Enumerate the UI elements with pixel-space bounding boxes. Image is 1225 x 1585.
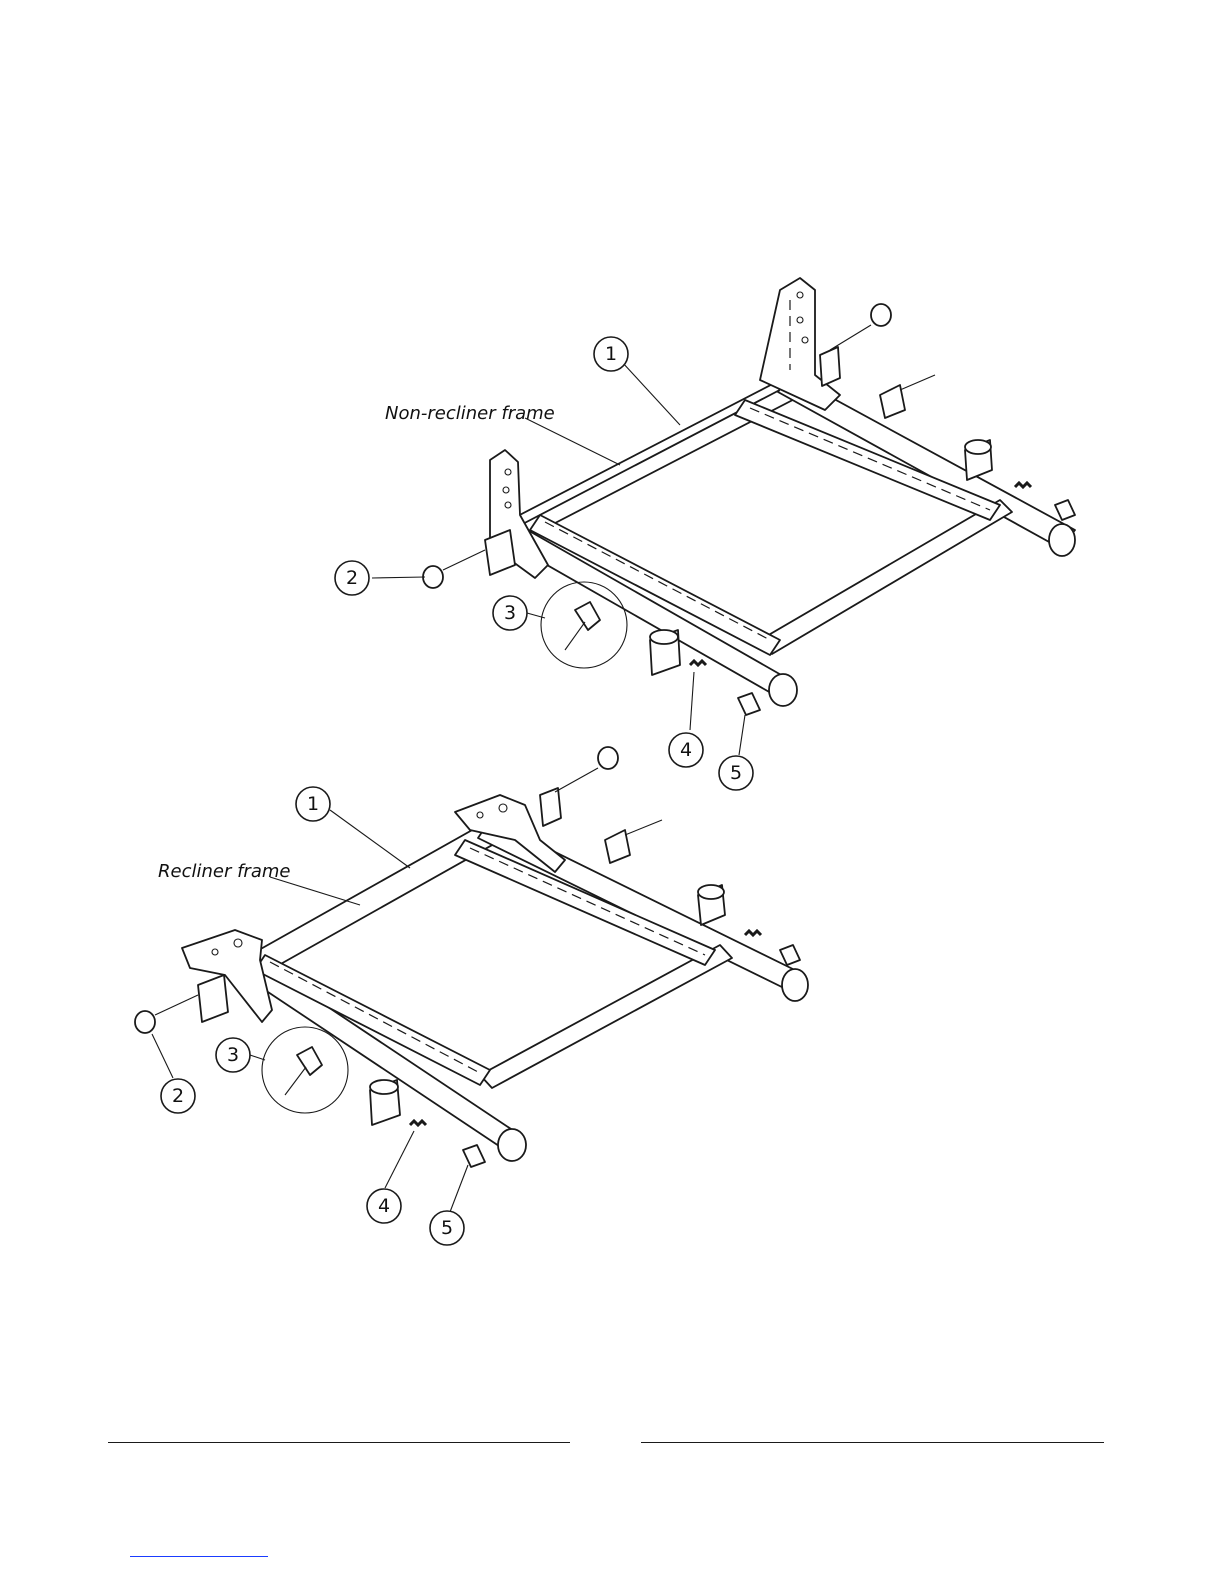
svg-text:2: 2 bbox=[346, 567, 358, 589]
leader-4-upper bbox=[690, 672, 694, 730]
recliner-frame-label: Recliner frame bbox=[158, 861, 290, 882]
footer-rule-left bbox=[108, 1442, 570, 1443]
leader-3-lower bbox=[250, 1055, 265, 1060]
leader-1-lower bbox=[330, 810, 410, 868]
end-cap-left-lower bbox=[135, 995, 198, 1033]
end-cap-right bbox=[830, 304, 891, 350]
end-cap-left bbox=[423, 550, 485, 588]
leader-1-upper bbox=[622, 362, 680, 425]
callout-2-lower: 2 bbox=[161, 1079, 195, 1113]
callout-4-lower: 4 bbox=[367, 1189, 401, 1223]
callout-3-upper: 3 bbox=[493, 596, 527, 630]
front-rail-tube bbox=[760, 500, 1012, 654]
callout-3-lower: 3 bbox=[216, 1038, 250, 1072]
front-rail-tube-lower bbox=[480, 945, 732, 1088]
spring-front bbox=[690, 661, 706, 665]
footer-rule-right bbox=[641, 1442, 1104, 1443]
svg-text:4: 4 bbox=[378, 1195, 390, 1217]
leader-4-lower bbox=[385, 1131, 414, 1188]
callout-4-upper: 4 bbox=[669, 733, 703, 767]
tube-clamp-front bbox=[650, 630, 680, 675]
callout-5-lower: 5 bbox=[430, 1211, 464, 1245]
callout-5-upper: 5 bbox=[719, 756, 753, 790]
left-seat-channel-lower bbox=[255, 955, 490, 1085]
callout-1-lower: 1 bbox=[296, 787, 330, 821]
svg-text:1: 1 bbox=[307, 793, 319, 815]
right-seat-channel-lower bbox=[455, 840, 715, 965]
callout-2-upper: 2 bbox=[335, 561, 369, 595]
leader-5-upper bbox=[739, 715, 745, 755]
svg-text:3: 3 bbox=[504, 602, 516, 624]
pin-front bbox=[738, 693, 760, 715]
leader-label-upper bbox=[525, 418, 620, 465]
recliner-frame-assembly: 1 2 3 4 5 Recliner frame bbox=[135, 747, 808, 1245]
spring-front-lower bbox=[410, 1121, 426, 1125]
svg-text:3: 3 bbox=[227, 1044, 239, 1066]
spring-rear bbox=[1015, 483, 1031, 487]
right-mount-bracket-lower bbox=[540, 788, 561, 826]
back-rail-tube bbox=[510, 375, 812, 535]
leader-5-lower bbox=[450, 1165, 468, 1212]
svg-text:2: 2 bbox=[172, 1085, 184, 1107]
leader-2-upper bbox=[372, 577, 425, 578]
leader-2-lower bbox=[152, 1034, 173, 1078]
latch-detail-circle bbox=[541, 582, 627, 668]
svg-text:4: 4 bbox=[680, 739, 692, 761]
left-side-tube-lower bbox=[238, 955, 526, 1161]
non-recliner-frame-assembly: 1 2 3 4 5 Non-recliner frame bbox=[335, 278, 1075, 790]
spring-rear-lower bbox=[745, 931, 761, 935]
pin-rear bbox=[1055, 500, 1075, 520]
svg-text:5: 5 bbox=[441, 1217, 453, 1239]
tube-clamp-front-lower bbox=[370, 1080, 400, 1125]
end-cap-right-lower bbox=[555, 747, 618, 792]
svg-text:5: 5 bbox=[730, 762, 742, 784]
pin-rear-lower bbox=[780, 945, 800, 965]
right-mount-bracket bbox=[820, 347, 840, 386]
callout-1-upper: 1 bbox=[594, 337, 628, 371]
non-recliner-frame-label: Non-recliner frame bbox=[385, 403, 555, 424]
left-mount-bracket-lower bbox=[198, 975, 228, 1022]
latch-detail-circle-lower bbox=[262, 1027, 348, 1113]
svg-text:1: 1 bbox=[605, 343, 617, 365]
pin-front-lower bbox=[463, 1145, 485, 1167]
footer-link-underline[interactable] bbox=[130, 1556, 268, 1557]
